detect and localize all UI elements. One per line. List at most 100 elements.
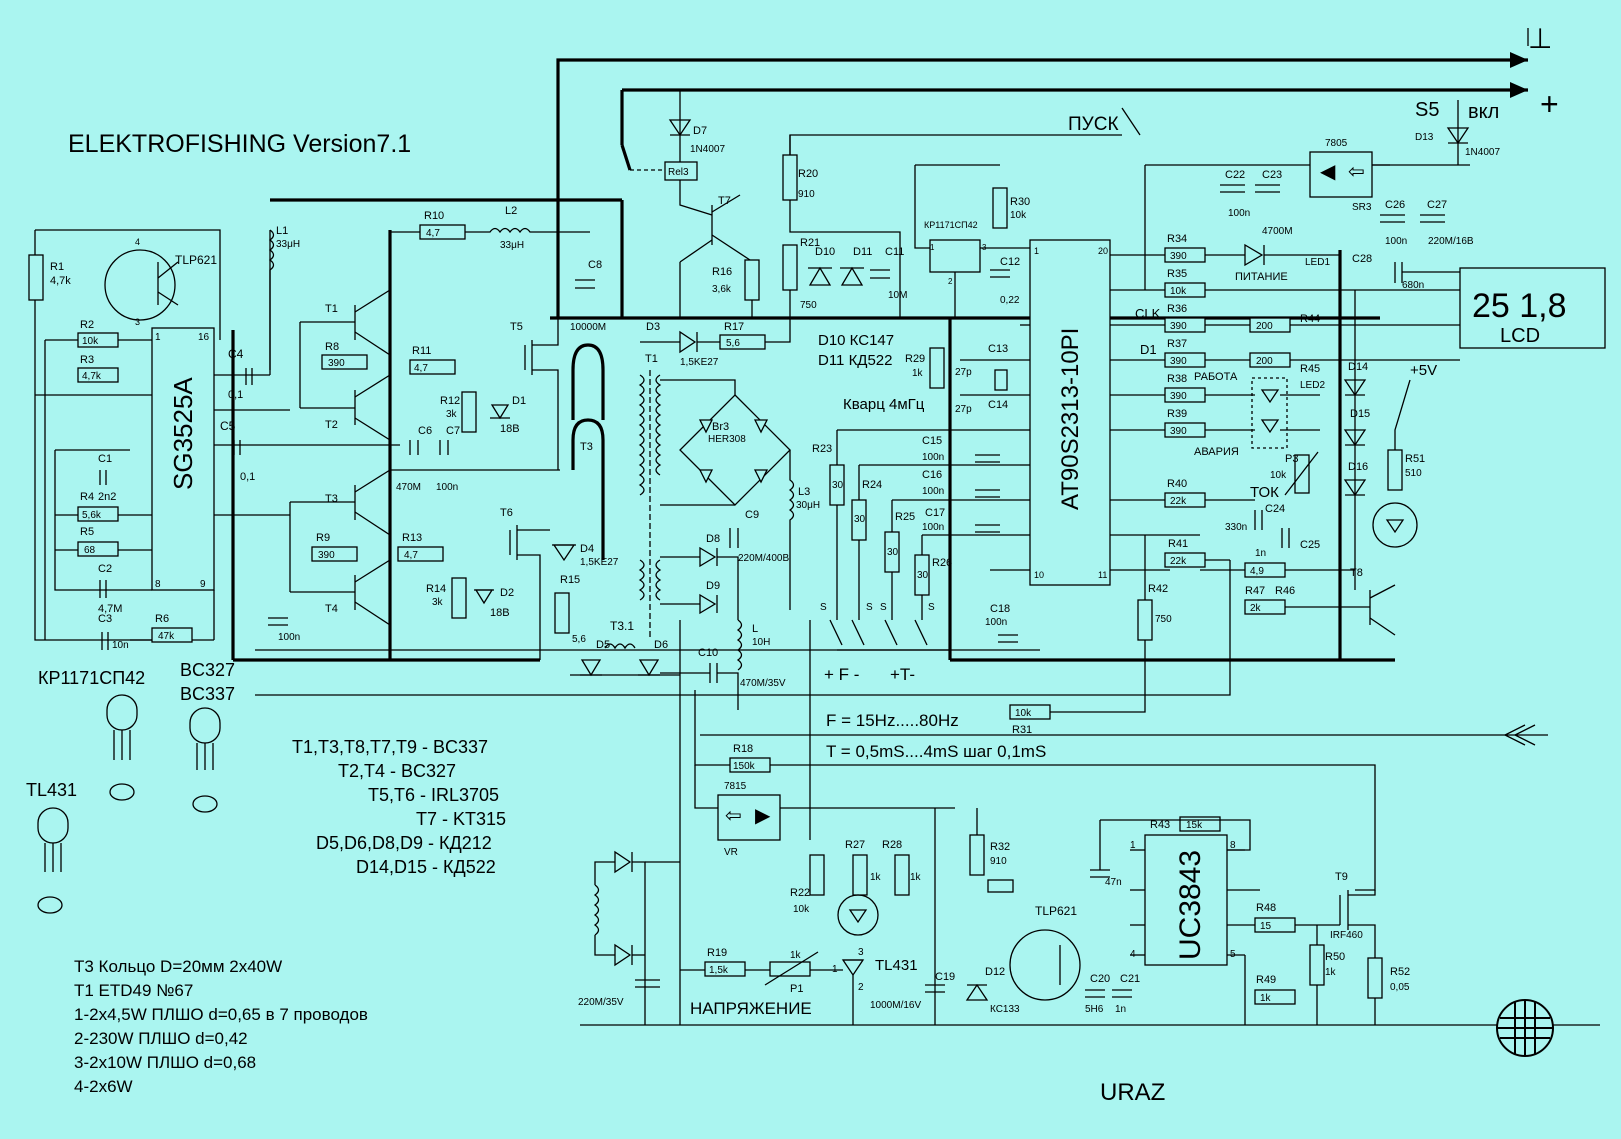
t2-transistor — [300, 374, 391, 441]
svg-text:220M/400В: 220M/400В — [738, 553, 789, 564]
svg-text:C18: C18 — [990, 603, 1010, 615]
svg-text:SG3525A: SG3525A — [168, 377, 198, 490]
bc337-package-label: BC337 — [180, 684, 235, 704]
r22 — [809, 854, 825, 896]
svg-text:D5: D5 — [596, 639, 610, 651]
svg-text:1: 1 — [1130, 840, 1136, 851]
svg-text:C7: C7 — [446, 425, 460, 437]
svg-text:1-2х4,5W ПЛШО d=0,65 в 7 прово: 1-2х4,5W ПЛШО d=0,65 в 7 проводов — [74, 1005, 368, 1024]
r51 — [1387, 449, 1403, 491]
svg-text:3-2х10W ПЛШО d=0,68: 3-2х10W ПЛШО d=0,68 — [74, 1053, 256, 1072]
svg-text:100n: 100n — [436, 482, 458, 493]
svg-text:C9: C9 — [745, 509, 759, 521]
svg-text:C4: C4 — [228, 347, 244, 361]
svg-text:0,22: 0,22 — [1000, 295, 1020, 306]
led2-bicolor — [1251, 377, 1288, 449]
svg-text:1k: 1k — [790, 950, 802, 961]
svg-text:1n: 1n — [1255, 548, 1266, 559]
svg-text:R32: R32 — [990, 841, 1010, 853]
svg-text:390: 390 — [318, 550, 335, 561]
svg-text:30: 30 — [832, 480, 844, 491]
svg-text:SR3: SR3 — [1352, 202, 1372, 213]
svg-text:3k: 3k — [432, 597, 444, 608]
svg-text:15k: 15k — [1186, 820, 1203, 831]
pusk-label: ПУСК — [1068, 114, 1119, 135]
svg-text:10k: 10k — [1170, 286, 1187, 297]
period-buttons-label: +T- — [890, 665, 915, 684]
svg-text:C19: C19 — [935, 971, 955, 983]
svg-text:10k: 10k — [793, 904, 810, 915]
svg-text:T9: T9 — [1335, 871, 1348, 883]
svg-text:UC3843: UC3843 — [1174, 850, 1207, 960]
svg-text:10k: 10k — [1015, 708, 1032, 719]
svg-text:4,7: 4,7 — [426, 228, 440, 239]
svg-text:HER308: HER308 — [708, 434, 746, 445]
svg-text:R22: R22 — [790, 887, 810, 899]
svg-text:30: 30 — [887, 547, 899, 558]
schematic-title: ELEKTROFISHING Version7.1 — [68, 130, 411, 158]
svg-text:750: 750 — [800, 300, 817, 311]
svg-text:15: 15 — [1260, 921, 1272, 932]
svg-text:Rel3: Rel3 — [668, 167, 689, 178]
svg-text:R21: R21 — [800, 237, 820, 249]
svg-text:R11: R11 — [412, 345, 431, 357]
svg-text:47k: 47k — [158, 631, 175, 642]
svg-text:R2: R2 — [80, 319, 94, 331]
svg-text:R6: R6 — [155, 613, 169, 625]
svg-text:C15: C15 — [922, 435, 942, 447]
svg-text:18В: 18В — [500, 423, 520, 435]
tlp621-bottom — [1009, 929, 1081, 1001]
d9-diode — [699, 593, 718, 615]
svg-text:30: 30 — [917, 570, 929, 581]
svg-text:27p: 27p — [955, 367, 972, 378]
svg-text:T7 - KT315: T7 - KT315 — [416, 809, 506, 829]
svg-text:T1: T1 — [645, 353, 658, 365]
svg-text:L2: L2 — [505, 205, 517, 217]
svg-text:510: 510 — [1405, 468, 1422, 479]
svg-text:4,7M: 4,7M — [98, 603, 122, 615]
svg-text:R30: R30 — [1010, 196, 1030, 208]
package-drawings — [37, 694, 221, 914]
d1-zener — [490, 404, 510, 420]
svg-text:S: S — [820, 602, 827, 613]
svg-text:C27: C27 — [1427, 199, 1447, 211]
period-range: T = 0,5mS....4mS шаг 0,1mS — [826, 742, 1046, 761]
svg-text:Br3: Br3 — [712, 421, 729, 433]
t3-transistor — [290, 469, 391, 536]
svg-text:C10: C10 — [698, 647, 718, 659]
svg-text:910: 910 — [990, 856, 1007, 867]
svg-text:АВАРИЯ: АВАРИЯ — [1194, 446, 1239, 458]
svg-text:▶: ▶ — [755, 805, 771, 827]
svg-text:1n: 1n — [1115, 1004, 1126, 1015]
svg-text:⇦: ⇦ — [1348, 161, 1365, 183]
svg-text:1,5k: 1,5k — [709, 965, 729, 976]
svg-text:T1: T1 — [325, 303, 338, 315]
svg-text:4: 4 — [135, 237, 140, 247]
d12-zener — [965, 983, 989, 1001]
kr1171-chip — [929, 239, 981, 273]
svg-text:T1 ETD49 №67: T1 ETD49 №67 — [74, 981, 193, 1000]
svg-text:R26: R26 — [932, 557, 952, 569]
svg-text:C16: C16 — [922, 469, 942, 481]
svg-text:КР1171СП42: КР1171СП42 — [924, 220, 978, 230]
svg-text:3: 3 — [135, 317, 140, 327]
svg-text:R10: R10 — [424, 210, 444, 222]
r50 — [1309, 944, 1325, 986]
svg-text:R28: R28 — [882, 839, 902, 851]
plus-terminal-label: + — [1540, 86, 1559, 122]
r1 — [28, 254, 44, 301]
svg-text:⇦: ⇦ — [725, 805, 742, 827]
svg-text:D6: D6 — [654, 639, 668, 651]
svg-text:R15: R15 — [560, 574, 580, 586]
svg-text:390: 390 — [1170, 251, 1187, 262]
svg-text:D5,D6,D8,D9 - КД212: D5,D6,D8,D9 - КД212 — [316, 833, 492, 853]
svg-text:R44: R44 — [1300, 313, 1320, 325]
svg-text:33μH: 33μH — [500, 240, 524, 251]
freq-buttons-label: + F - — [824, 665, 859, 684]
svg-text:R27: R27 — [845, 839, 865, 851]
svg-text:R5: R5 — [80, 526, 94, 538]
svg-text:R14: R14 — [426, 583, 446, 595]
svg-text:R34: R34 — [1167, 233, 1187, 245]
svg-text:R45: R45 — [1300, 363, 1320, 375]
t1-transistor — [300, 289, 391, 356]
